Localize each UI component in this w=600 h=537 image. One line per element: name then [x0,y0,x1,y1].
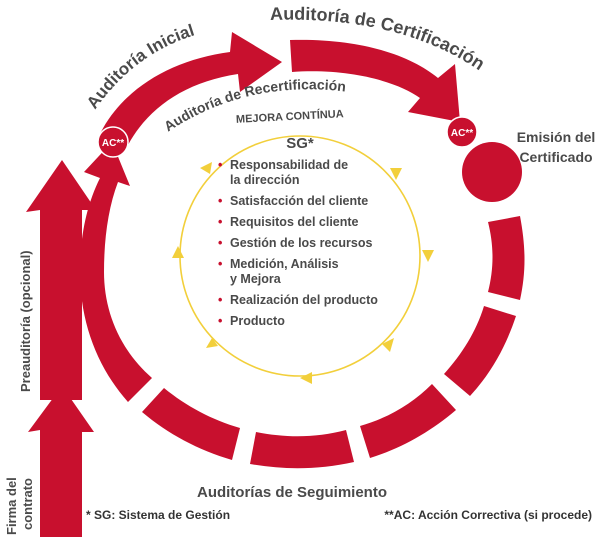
bullet-icon: • [218,215,223,229]
list-item: •Producto [218,314,285,328]
entry-arrows [26,160,96,537]
cycle-arrowhead [172,246,184,258]
cycle-arrowhead [390,168,402,180]
arrow-firma-contrato [28,386,94,537]
list-item: •Realización del producto [218,293,378,307]
label-firma-line2: contrato [20,478,35,530]
bullet-icon: • [218,314,223,328]
arrow-auditoria-certificacion [290,39,460,122]
emision-circle [462,142,522,202]
list-item: •Requisitos del cliente [218,215,359,229]
label-firma-line1: Firma del [4,477,19,535]
bullet-icon: • [218,236,223,250]
cycle-segment-right-1 [488,216,525,300]
sg-item-list: •Responsabilidad de la dirección •Satisf… [218,158,408,335]
footnote-ac: **AC: Acción Correctiva (si procede) [384,508,592,522]
inner-sg-cycle [172,135,434,384]
bullet-icon: • [218,194,223,208]
svg-text:AC**: AC** [451,128,473,139]
ac-badge-2: AC** [446,116,478,148]
footnote-sg: * SG: Sistema de Gestión [86,508,231,522]
list-item: •Responsabilidad de la dirección [218,158,349,187]
list-item: •Satisfacción del cliente [218,194,369,208]
cycle-segment-bottom-2 [250,430,354,469]
label-auditorias-seguimiento: Auditorías de Seguimiento [197,484,387,501]
label-preauditoria: Preauditoría (opcional) [18,250,33,392]
label-mejora-continua: MEJORA CONTÍNUA [236,107,344,126]
label-emision-line2: Certificado [519,149,592,165]
cycle-segment-bottom-1 [360,384,456,458]
arrow-return-to-ac [80,142,152,402]
cycle-segment-right-2 [444,306,516,396]
arrow-auditoria-inicial [98,32,282,145]
label-sg: SG* [286,135,314,152]
bullet-icon: • [218,158,223,172]
list-item: •Gestión de los recursos [218,236,373,250]
bullet-icon: • [218,257,223,271]
bullet-icon: • [218,293,223,307]
outer-cycle-arrows [80,32,525,469]
list-item: •Medición, Análisis y Mejora [218,257,339,286]
ac-badge-1: AC** [97,126,129,158]
cycle-arrowhead [300,372,312,384]
cycle-arrowhead [206,338,218,348]
label-emision-line1: Emisión del [517,129,596,145]
cycle-arrowhead [422,250,434,262]
cycle-arrowhead [382,338,394,352]
arrow-preauditoria [26,160,96,400]
cycle-arrowhead [200,162,212,174]
cycle-segment-bottom-3 [142,388,240,460]
svg-text:AC**: AC** [102,138,124,149]
